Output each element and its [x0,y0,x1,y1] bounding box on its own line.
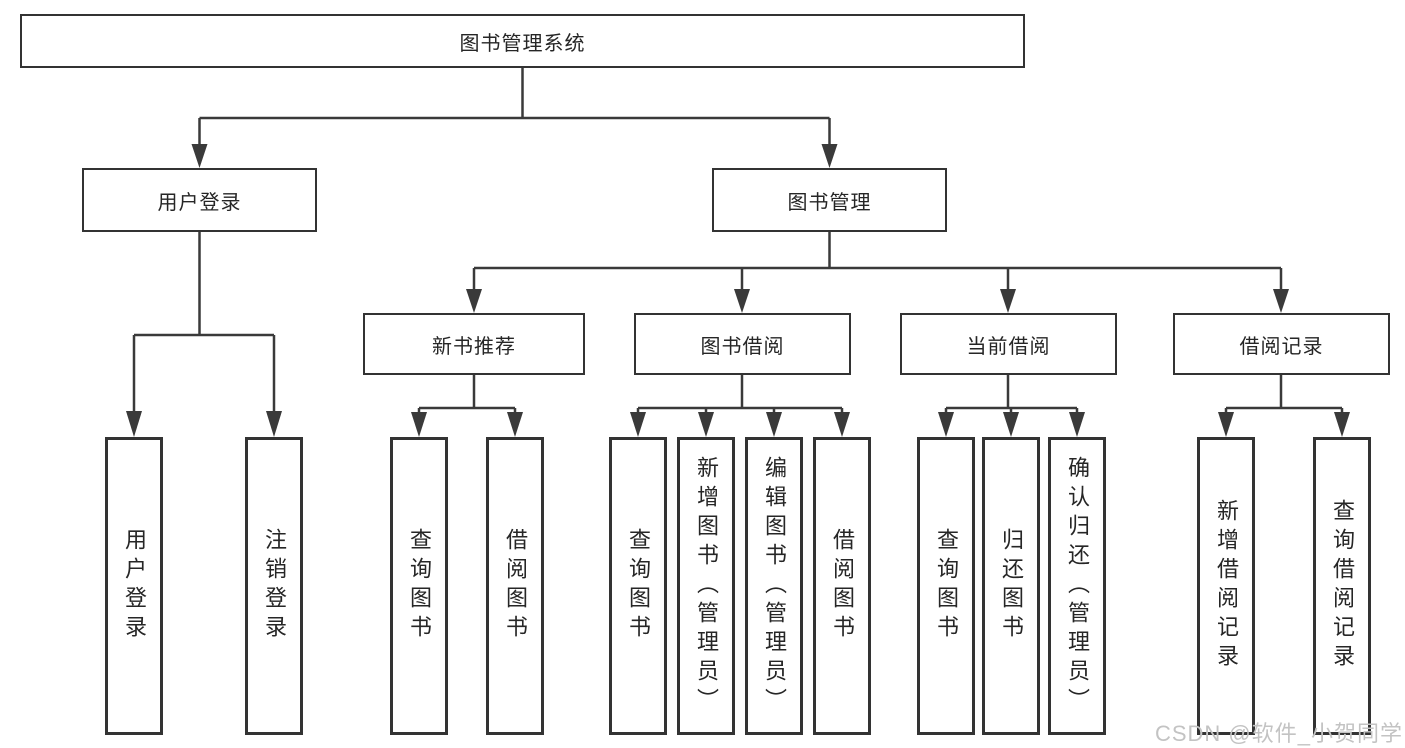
arrow-down-icon [1334,412,1350,437]
arrow-down-icon [1273,289,1289,313]
arrow-down-icon [1003,412,1019,437]
arrow-down-icon [630,412,646,437]
connector-currentborrow-to-leaves [938,375,1085,437]
node-book-management: 图书管理 [712,168,947,232]
node-leaf-nb-borrow-books: 借阅图书 [486,437,544,735]
connector-bookborrow-to-leaves [630,375,850,437]
node-leaf-logout: 注销登录 [245,437,303,735]
node-leaf-br-query-record: 查询借阅记录 [1313,437,1371,735]
node-leaf-user-login: 用户登录 [105,437,163,735]
arrow-down-icon [834,412,850,437]
node-leaf-cb-query-books: 查询图书 [917,437,975,735]
arrow-down-icon [266,411,282,437]
arrow-down-icon [126,411,142,437]
arrow-down-icon [698,412,714,437]
connector-root-to-level2 [191,68,838,168]
node-leaf-cb-return-books: 归还图书 [982,437,1040,735]
arrow-down-icon [1218,412,1234,437]
arrow-down-icon [411,412,427,437]
arrow-down-icon [1000,289,1016,313]
connector-borrowrecords-to-leaves [1218,375,1350,437]
node-leaf-bb-borrow-books: 借阅图书 [813,437,871,735]
connector-bookmgmt-to-level3 [466,232,1289,313]
arrow-down-icon [507,412,523,437]
node-root-system: 图书管理系统 [20,14,1025,68]
arrow-down-icon [938,412,954,437]
arrow-down-icon [766,412,782,437]
connector-newbooks-to-leaves [411,375,523,437]
arrow-down-icon [466,289,482,313]
csdn-watermark: CSDN @软件_小贺同学 [1154,721,1403,746]
connector-userlogin-to-leaves [126,232,282,437]
node-leaf-cb-confirm-return-admin: 确认归还（管理员） [1048,437,1106,735]
node-borrow-records: 借阅记录 [1173,313,1390,375]
node-user-login-group: 用户登录 [82,168,317,232]
node-leaf-bb-query-books: 查询图书 [609,437,667,735]
arrow-down-icon [1069,412,1085,437]
node-leaf-nb-query-books: 查询图书 [390,437,448,735]
arrow-down-icon [191,144,208,168]
node-current-borrowing: 当前借阅 [900,313,1117,375]
node-leaf-br-add-record: 新增借阅记录 [1197,437,1255,735]
arrow-down-icon [734,289,750,313]
node-leaf-bb-edit-books-admin: 编辑图书（管理员） [745,437,803,735]
arrow-down-icon [821,144,838,168]
node-leaf-bb-add-books-admin: 新增图书（管理员） [677,437,735,735]
node-book-borrowing: 图书借阅 [634,313,851,375]
node-new-book-recommend: 新书推荐 [363,313,585,375]
